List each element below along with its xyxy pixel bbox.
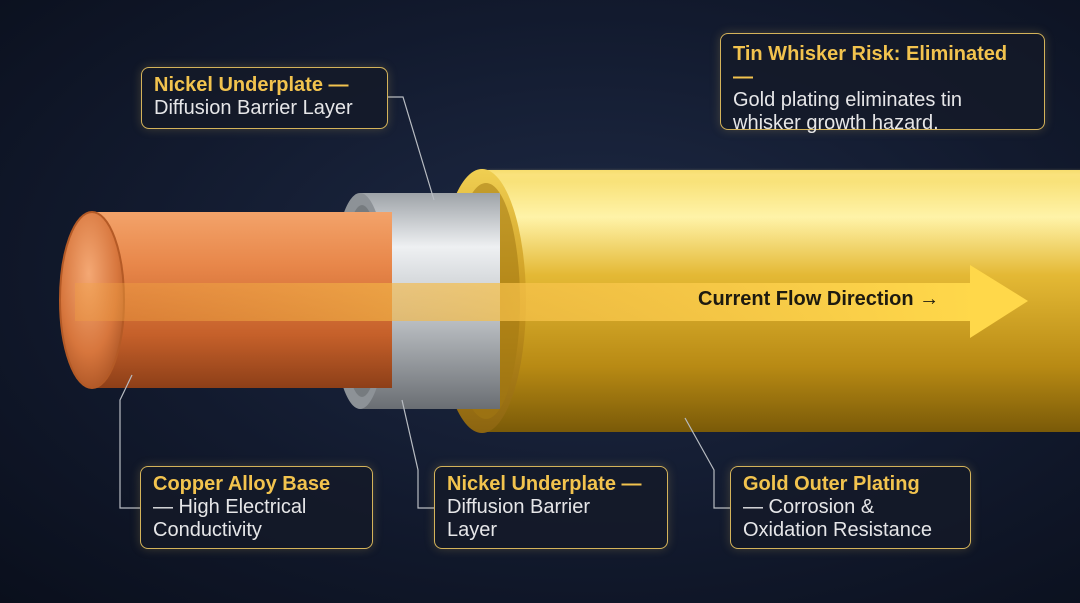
callout-nickel-top: Nickel Underplate — Diffusion Barrier La… xyxy=(141,67,388,129)
callout-tin-whisker-title: Tin Whisker Risk: Eliminated — xyxy=(733,43,1008,88)
callout-nickel-bottom: Nickel Underplate — Diffusion Barrier La… xyxy=(434,466,668,549)
current-flow-label: Current Flow Direction → xyxy=(698,288,940,310)
callout-copper: Copper Alloy Base — High Electrical Cond… xyxy=(140,466,373,549)
callout-gold-title: Gold Outer Plating xyxy=(743,473,920,495)
leader-line-gold xyxy=(684,417,730,509)
callout-gold-body: — Corrosion & Oxidation Resistance xyxy=(743,496,932,541)
callout-tin-whisker-body: Gold plating eliminates tin whisker grow… xyxy=(733,89,963,134)
callout-copper-title: Copper Alloy Base xyxy=(153,473,331,495)
callout-nickel-bottom-title: Nickel Underplate — xyxy=(447,473,642,495)
callout-gold: Gold Outer Plating — Corrosion & Oxidati… xyxy=(730,466,971,549)
callout-tin-whisker: Tin Whisker Risk: Eliminated — Gold plat… xyxy=(720,33,1045,134)
leader-line-nickel-top xyxy=(388,96,435,201)
callout-nickel-bottom-body: Diffusion Barrier Layer xyxy=(447,496,591,541)
leader-line-nickel-bottom xyxy=(401,399,434,509)
callout-copper-body: — High Electrical Conductivity xyxy=(153,496,307,541)
callout-leader-lines xyxy=(119,96,730,509)
callout-nickel-top-body: Diffusion Barrier Layer xyxy=(154,97,353,119)
current-flow-arrow xyxy=(75,265,1028,338)
leader-line-copper xyxy=(119,374,140,509)
callout-nickel-top-title: Nickel Underplate — xyxy=(154,74,349,96)
